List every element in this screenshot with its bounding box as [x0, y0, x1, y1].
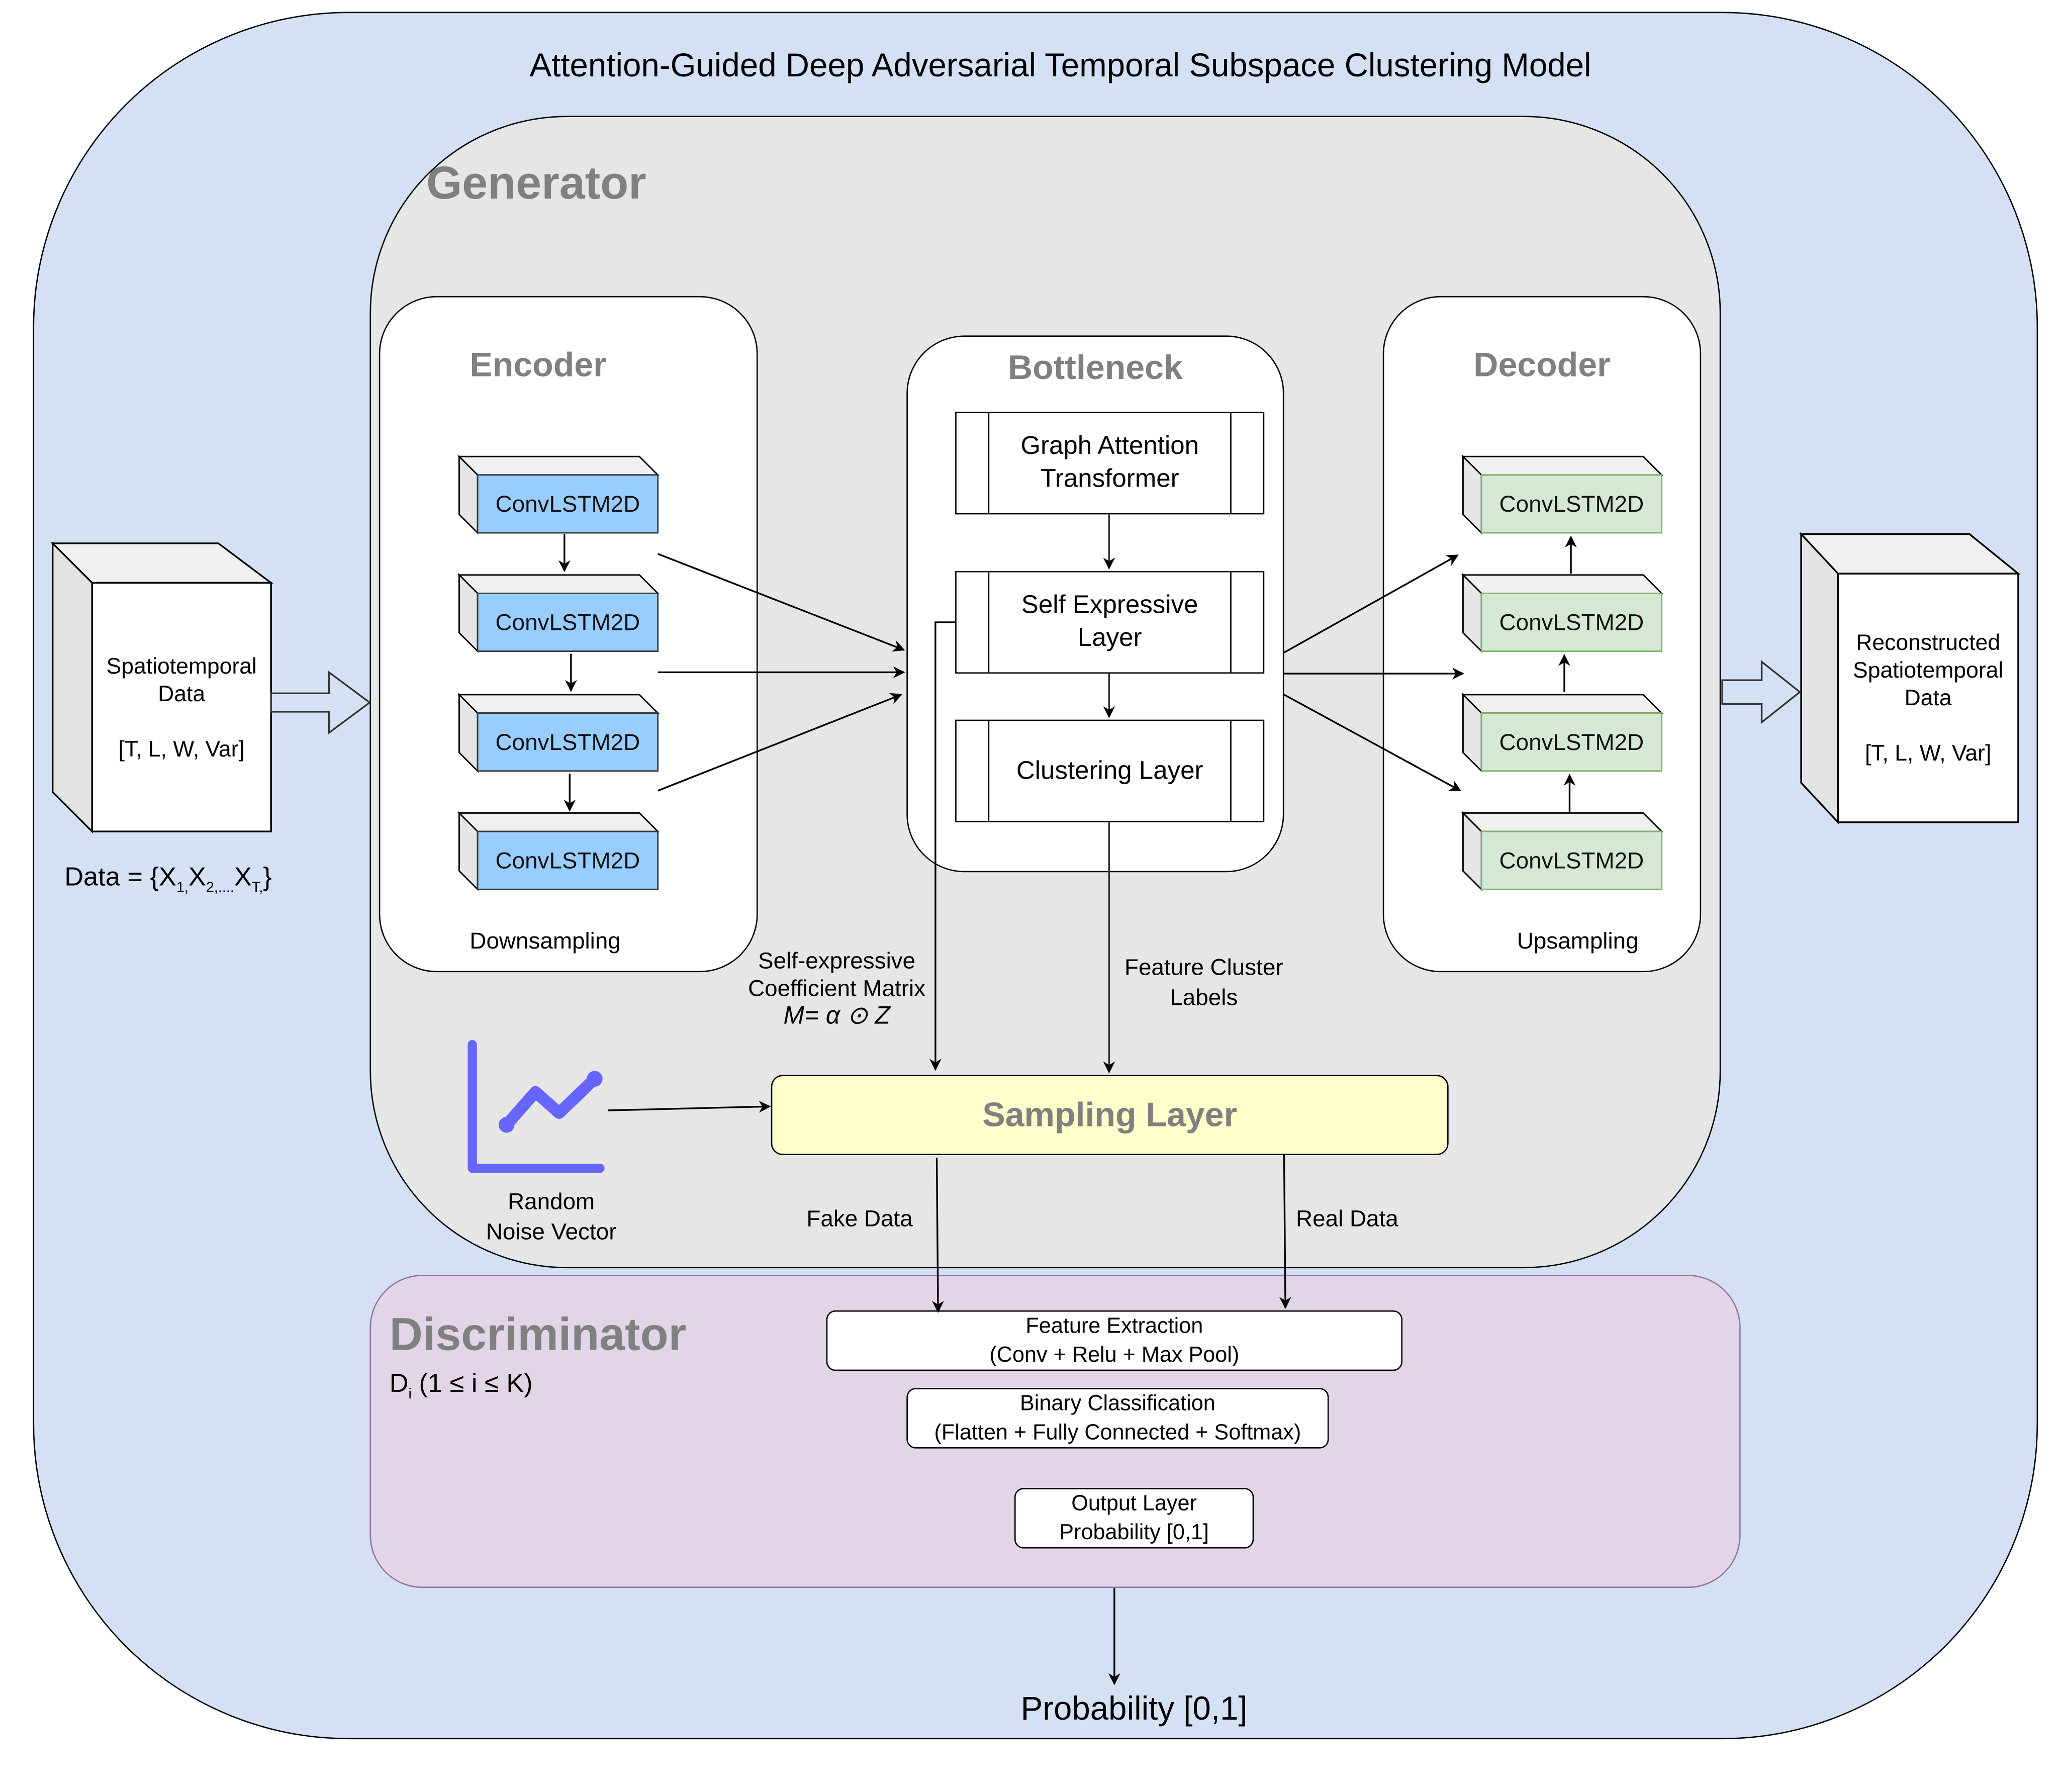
d-range: (1 ≤ i ≤ K)	[411, 1369, 533, 1399]
noise-line1: Random	[508, 1188, 595, 1214]
block-line2: Transformer	[1040, 464, 1179, 494]
formula-sub: 1,	[176, 880, 189, 896]
block-line2: Probability [0,1]	[1059, 1521, 1209, 1545]
decoder-layer-label: ConvLSTM2D	[1499, 608, 1644, 635]
decoder-caption: Upsampling	[1517, 927, 1639, 954]
formula-part: X	[188, 863, 206, 892]
input-line1: Spatiotemporal	[106, 653, 257, 679]
block-line1: Self Expressive	[1021, 591, 1198, 620]
cluster-line1: Feature Cluster	[1124, 954, 1283, 980]
encoder-layer-label: ConvLSTM2D	[495, 728, 640, 755]
discriminator-index-label: Di (1 ≤ i ≤ K)	[390, 1370, 533, 1402]
formula-part: Data = {X	[64, 863, 176, 892]
d-index: i	[408, 1386, 412, 1403]
diagram-title: Attention-Guided Deep Adversarial Tempor…	[529, 47, 1591, 84]
block-line2: (Flatten + Fully Connected + Softmax)	[934, 1421, 1301, 1445]
coefficient-matrix-label: Self-expressive Coefficient Matrix M= α …	[737, 947, 937, 1030]
input-data-label: Spatiotemporal Data [T, L, W, Var]	[92, 583, 271, 831]
decoder-layer-label: ConvLSTM2D	[1499, 846, 1644, 873]
input-shape: [T, L, W, Var]	[118, 736, 245, 762]
output-shape: [T, L, W, Var]	[1864, 740, 1992, 766]
block-line1: Graph Attention	[1020, 431, 1199, 461]
decoder-layer-label: ConvLSTM2D	[1499, 728, 1644, 755]
d-symbol: D	[389, 1369, 409, 1399]
block-line1: Feature Extraction	[1025, 1314, 1203, 1338]
coef-line2: Coefficient Matrix	[748, 975, 926, 1001]
bottleneck-title: Bottleneck	[1007, 347, 1183, 387]
encoder-layer-label: ConvLSTM2D	[495, 846, 640, 873]
clustering-layer-block: Clustering Layer	[955, 719, 1265, 822]
real-data-label: Real Data	[1296, 1205, 1398, 1232]
encoder-layer-label: ConvLSTM2D	[495, 490, 640, 517]
output-data-label: Reconstructed Spatiotemporal Data [T, L,…	[1838, 574, 2018, 822]
block-line2: (Conv + Relu + Max Pool)	[989, 1343, 1240, 1367]
cluster-line2: Labels	[1170, 984, 1238, 1011]
formula-sub: 2,....	[206, 880, 234, 896]
input-line2: Data	[158, 681, 206, 706]
encoder-layer-label: ConvLSTM2D	[495, 608, 640, 635]
coef-line1: Self-expressive	[758, 947, 916, 974]
random-noise-label: Random Noise Vector	[467, 1187, 635, 1247]
noise-line2: Noise Vector	[486, 1218, 617, 1245]
generator-label: Generator	[426, 158, 646, 210]
block-line1: Binary Classification	[1019, 1392, 1215, 1416]
block-line1: Clustering Layer	[1016, 756, 1203, 785]
binary-classification-block: Binary Classification (Flatten + Fully Co…	[906, 1388, 1329, 1449]
output-line2: Spatiotemporal	[1853, 657, 2004, 683]
encoder-caption: Downsampling	[470, 927, 621, 954]
formula-part: }	[263, 863, 272, 892]
coef-formula: M= α ⊙ Z	[783, 1002, 890, 1030]
discriminator-label: Discriminator	[389, 1309, 687, 1361]
output-line3: Data	[1904, 685, 1952, 711]
decoder-layer-label: ConvLSTM2D	[1499, 490, 1644, 517]
feature-cluster-labels-label: Feature Cluster Labels	[1112, 953, 1296, 1013]
output-line1: Reconstructed	[1856, 630, 2001, 655]
block-line1: Output Layer	[1071, 1492, 1197, 1516]
encoder-title: Encoder	[470, 344, 607, 385]
block-line2: Layer	[1077, 623, 1142, 653]
data-formula: Data = {X1,X2,....XT,}	[64, 863, 271, 896]
decoder-title: Decoder	[1473, 344, 1611, 385]
feature-extraction-block: Feature Extraction (Conv + Relu + Max Poo…	[826, 1310, 1403, 1371]
final-probability-output: Probability [0,1]	[1020, 1690, 1248, 1728]
formula-part: X	[234, 863, 252, 892]
formula-sub: T,	[251, 880, 263, 896]
fake-data-label: Fake Data	[806, 1205, 913, 1232]
sampling-layer: Sampling Layer	[771, 1075, 1449, 1155]
